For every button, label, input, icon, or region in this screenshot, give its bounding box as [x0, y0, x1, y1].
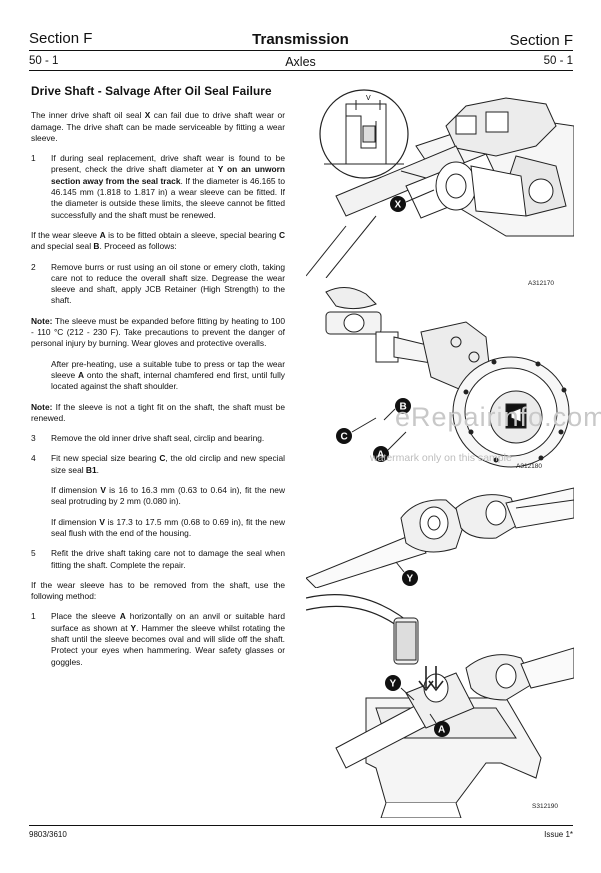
step-4: 4 Fit new special size bearing C, the ol… [31, 453, 285, 476]
figure-wear-sleeve: B C A [325, 287, 570, 468]
step-text: Place the sleeve A horizontally on an an… [51, 611, 286, 667]
watermark-logo-text: eRepairinfo.com [395, 402, 601, 432]
figure-3-caption: S312190 [532, 803, 559, 810]
text-column: Drive Shaft - Salvage After Oil Seal Fai… [31, 84, 286, 677]
section-label-left: Section F [29, 30, 93, 47]
step-text: Remove the old inner drive shaft seal, c… [51, 433, 265, 444]
note-tight-fit: Note: If the sleeve is not a tight fit o… [31, 401, 285, 423]
step-text: If during seal replacement, drive shaft … [51, 153, 285, 220]
header-rule [29, 50, 573, 51]
watermark-note: watermark only on this sample [370, 452, 512, 464]
note-expand: Note: The sleeve must be expanded before… [31, 315, 285, 349]
callout-y-circle [402, 570, 418, 586]
callout-x: X [395, 200, 402, 211]
callout-y-anvil-circle [385, 675, 401, 691]
intro-paragraph: The inner drive shaft oil seal X can fai… [31, 110, 285, 143]
preheat-paragraph: After pre-heating, use a suitable tube t… [51, 358, 285, 392]
article-heading: Drive Shaft - Salvage After Oil Seal Fai… [31, 84, 272, 98]
callout-y-anvil: Y [390, 679, 397, 690]
removal-step-1: 1 Place the sleeve A horizontally on an … [31, 611, 285, 667]
step-1: 1 If during seal replacement, drive shaf… [31, 153, 285, 221]
step-number: 1 [31, 153, 36, 164]
step-2: 2 Remove burrs or rust using an oil ston… [31, 262, 285, 307]
callout-a: A [377, 450, 384, 461]
figures-column: V X A312170 [306, 86, 574, 818]
section-label-right: Section F [509, 32, 573, 49]
step-number: 3 [31, 433, 36, 444]
label-v: V [366, 95, 371, 102]
step-text: Remove burrs or rust using an oil stone … [51, 261, 285, 306]
page-subtitle: Axles [285, 55, 316, 69]
callout-c: C [341, 432, 348, 443]
dimension-1-paragraph: If dimension V is 16 to 16.3 mm (0.63 to… [51, 485, 285, 507]
issue-number: Issue 1* [544, 830, 573, 839]
fit-sleeve-paragraph: If the wear sleeve A is to be fitted obt… [31, 229, 286, 252]
subheader-rule [29, 70, 573, 71]
document-number: 9803/3610 [29, 830, 67, 839]
callout-a-anvil: A [438, 725, 445, 736]
step-text: Refit the drive shaft taking care not to… [51, 548, 285, 570]
callout-x-circle [390, 196, 406, 212]
callout-b: B [400, 402, 407, 413]
step-3: 3 Remove the old inner drive shaft seal,… [31, 433, 285, 444]
step-number: 2 [31, 261, 36, 272]
step-number: 5 [31, 548, 36, 559]
step-5: 5 Refit the drive shaft taking care not … [31, 548, 285, 571]
remove-sleeve-intro: If the wear sleeve has to be removed fro… [31, 579, 285, 602]
figure-drive-shaft: Y [306, 487, 574, 588]
figure-anvil-hammer: Y A [306, 594, 574, 818]
figure-1-caption: A312170 [528, 280, 555, 287]
callout-b-circle [395, 398, 411, 414]
callout-y: Y [407, 574, 414, 585]
callout-c-circle [336, 428, 352, 444]
page-number-right: 50 - 1 [543, 55, 573, 67]
callout-a-anvil-circle [434, 721, 450, 737]
callout-a-circle [373, 446, 389, 462]
figure-2-caption: A312180 [516, 463, 543, 470]
step-number: 1 [31, 611, 36, 622]
footer-rule [29, 825, 573, 826]
step-text: Fit new special size bearing C, the old … [51, 453, 286, 475]
dimension-2-paragraph: If dimension V is 17.3 to 17.5 mm (0.68 … [51, 516, 285, 538]
step-number: 4 [31, 453, 36, 464]
page-title: Transmission [252, 31, 349, 48]
page-number-left: 50 - 1 [29, 55, 59, 67]
figure-seal-housing: V X [306, 89, 574, 278]
